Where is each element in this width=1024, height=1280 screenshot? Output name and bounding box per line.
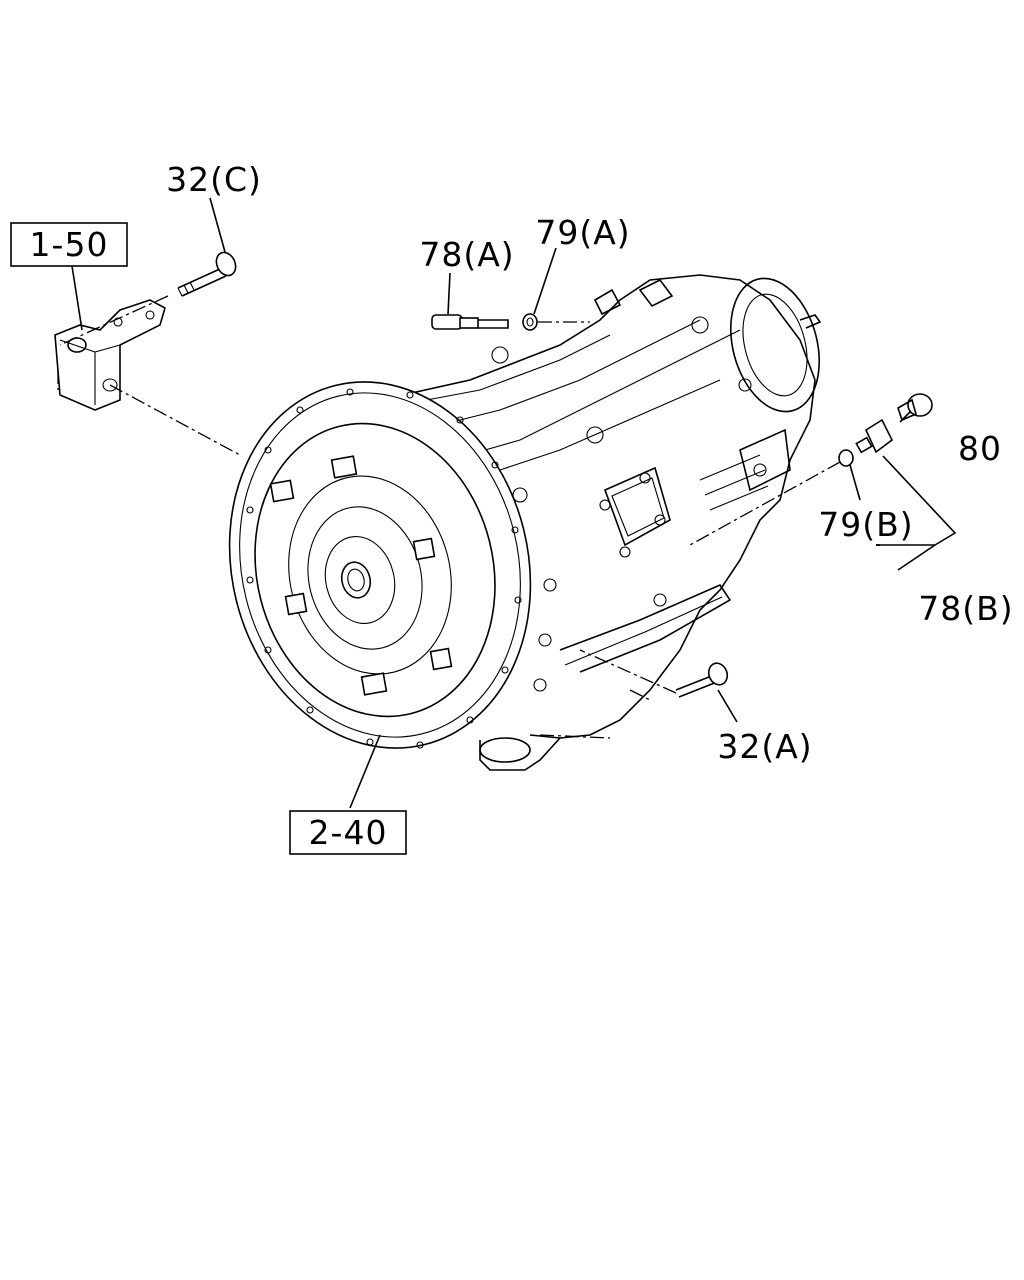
bell-housing bbox=[228, 381, 532, 749]
oring-79a bbox=[522, 313, 538, 331]
ref-1-50-label: 1-50 bbox=[30, 225, 109, 264]
ref-box-1-50: 1-50 bbox=[10, 222, 128, 267]
oring-79b bbox=[838, 449, 854, 467]
callout-79a: 79(A) bbox=[535, 213, 630, 252]
callout-79b: 79(B) bbox=[818, 505, 913, 544]
callout-78a: 78(A) bbox=[419, 235, 514, 274]
callout-80: 80 bbox=[958, 429, 1002, 468]
mount-bracket bbox=[54, 299, 166, 411]
leader-lines bbox=[57, 197, 957, 809]
ref-box-2-40: 2-40 bbox=[289, 810, 407, 855]
callout-78b: 78(B) bbox=[918, 589, 1013, 628]
bolt-32a bbox=[675, 662, 729, 698]
callout-32c: 32(C) bbox=[166, 160, 262, 199]
ref-2-40-label: 2-40 bbox=[309, 813, 388, 852]
sensor-78a bbox=[431, 314, 509, 330]
transmission-assembly bbox=[379, 274, 822, 771]
sensor-78b bbox=[855, 418, 894, 454]
bolt-32c bbox=[177, 251, 237, 297]
callout-32a: 32(A) bbox=[717, 727, 812, 766]
bolt-80 bbox=[897, 393, 933, 422]
